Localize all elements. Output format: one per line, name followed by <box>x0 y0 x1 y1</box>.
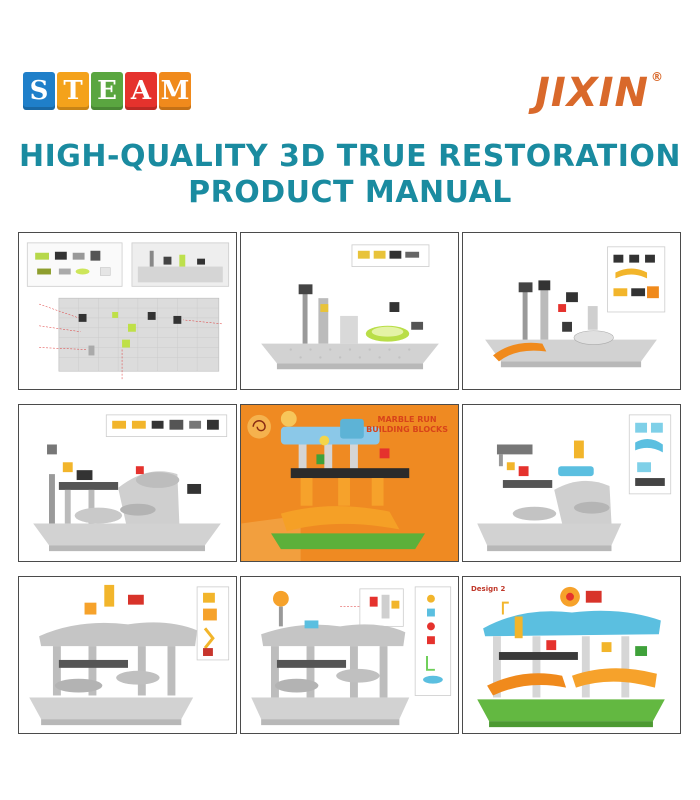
brand-name: JIXIN <box>535 70 649 116</box>
panel-step-8 <box>240 576 459 734</box>
build-step-7-illustration <box>29 584 230 726</box>
registered-mark: ® <box>651 70 664 84</box>
design-label: Design 2 <box>471 585 506 593</box>
panel-design: Design 2 <box>462 576 681 734</box>
panel-step-7 <box>18 576 237 734</box>
headline-line-1: HIGH-QUALITY 3D TRUE RESTORATION <box>19 139 681 174</box>
box-art-title-line-2: BUILDING BLOCKS <box>366 425 448 434</box>
build-step-3-illustration <box>485 246 666 368</box>
panel-box-art: MARBLE RUN BUILDING BLOCKS <box>240 404 459 562</box>
build-step-4-illustration <box>33 414 228 552</box>
build-step-2-illustration <box>261 244 439 370</box>
parts-layout-illustration <box>26 242 230 380</box>
box-art-illustration <box>241 405 458 561</box>
steam-letter-e: E <box>91 72 123 110</box>
complete-build-illustration <box>477 586 665 728</box>
panel-step-4 <box>18 404 237 562</box>
panel-step-1 <box>18 232 237 390</box>
box-art-title: MARBLE RUN BUILDING BLOCKS <box>366 415 448 435</box>
steam-letter-t: T <box>57 72 89 110</box>
steam-logo: S T E A M <box>23 72 191 110</box>
panel-step-2 <box>240 232 459 390</box>
brand-logo: JIXIN® <box>535 70 664 116</box>
steam-letter-s: S <box>23 72 55 110</box>
panel-step-3 <box>462 232 681 390</box>
headline-line-2: PRODUCT MANUAL <box>188 175 512 210</box>
build-step-8-illustration <box>251 586 452 726</box>
steam-letter-a: A <box>125 72 157 110</box>
panel-step-6 <box>462 404 681 562</box>
steam-letter-m: M <box>159 72 191 110</box>
box-art-title-line-1: MARBLE RUN <box>377 415 437 424</box>
build-step-6-illustration <box>477 414 672 552</box>
